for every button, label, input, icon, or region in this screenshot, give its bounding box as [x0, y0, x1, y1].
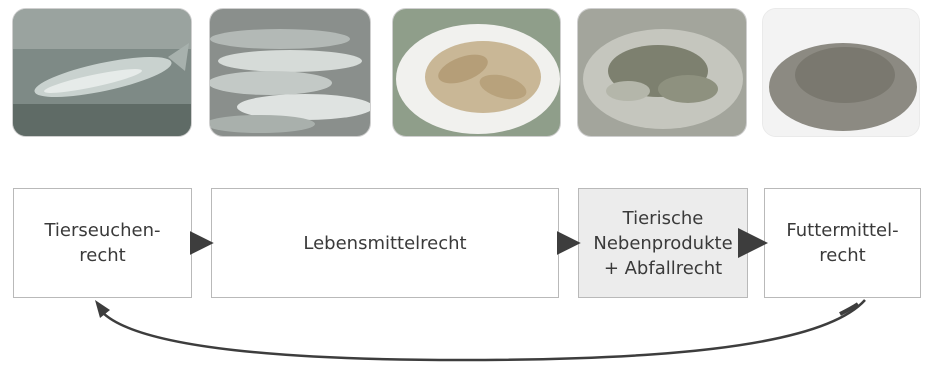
feedback-curve-arrow: [95, 300, 865, 360]
futtermittelrecht-box: Futtermittel- recht: [764, 188, 921, 298]
fish-fillet-plate-photo-icon: [392, 8, 561, 137]
fish-meal-powder-photo-icon: [762, 8, 920, 137]
fish-waste-photo-icon: [577, 8, 747, 137]
fish-photo-icon: [12, 8, 192, 137]
fish-pile-photo-icon: [209, 8, 371, 137]
tierische-nebenprodukte-abfallrecht-box: Tierische Nebenprodukte + Abfallrecht: [578, 188, 748, 298]
lebensmittelrecht-box: Lebensmittelrecht: [211, 188, 559, 298]
tierseuchenrecht-box: Tierseuchen- recht: [13, 188, 192, 298]
